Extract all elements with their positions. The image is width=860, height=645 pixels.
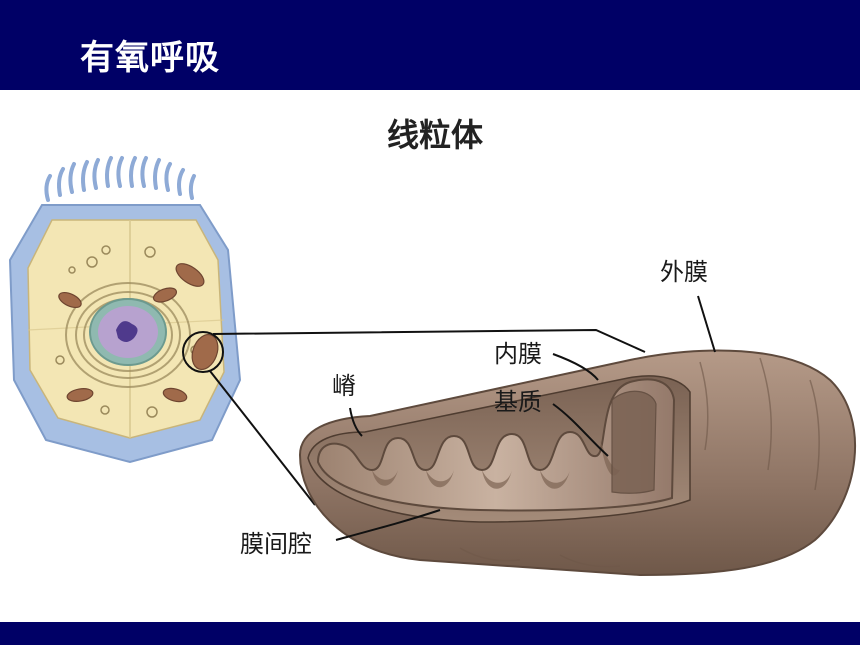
matrix bbox=[611, 390, 657, 494]
mitochondrion-diagram bbox=[8, 156, 856, 577]
label-matrix: 基质 bbox=[494, 388, 542, 416]
microvilli bbox=[44, 156, 196, 202]
magnifier-circle bbox=[182, 331, 224, 373]
label-inner-membrane: 内膜 bbox=[494, 340, 542, 368]
nucleolus bbox=[116, 321, 138, 342]
title-bar bbox=[0, 0, 860, 90]
cell-illustration bbox=[8, 156, 242, 464]
label-crista: 嵴 bbox=[332, 372, 356, 400]
label-outer-membrane: 外膜 bbox=[660, 258, 708, 286]
label-pointers bbox=[335, 295, 716, 541]
label-intermembrane-space: 膜间腔 bbox=[240, 530, 312, 558]
selected-mitochondrion bbox=[191, 333, 219, 371]
cell-mitochondria bbox=[58, 263, 205, 403]
mitochondrion bbox=[298, 349, 856, 577]
footer-bar bbox=[0, 622, 860, 645]
cristae bbox=[316, 378, 676, 512]
zoom-lines bbox=[209, 328, 646, 506]
slide-title: 有氧呼吸 bbox=[80, 38, 220, 78]
diagram-title: 线粒体 bbox=[387, 116, 484, 154]
